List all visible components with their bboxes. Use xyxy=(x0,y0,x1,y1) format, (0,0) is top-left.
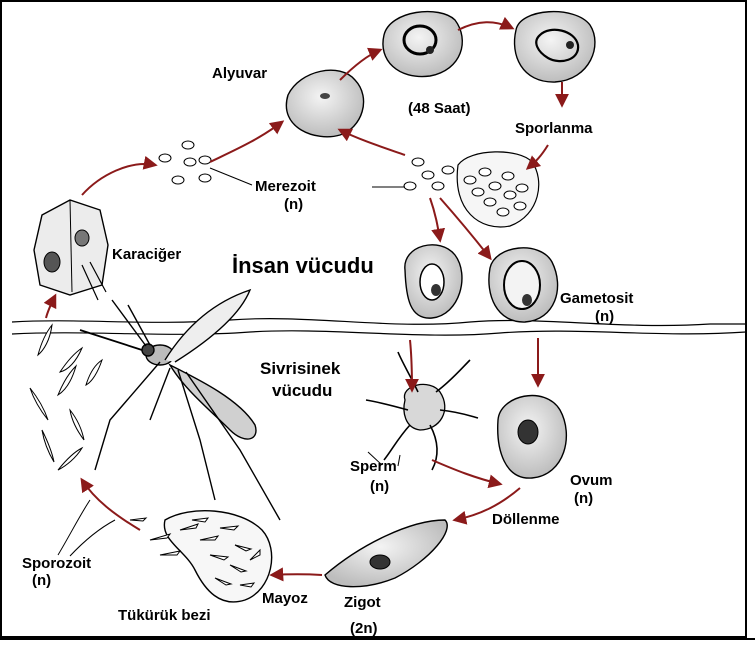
label-zigot: Zigot xyxy=(344,594,381,611)
label-sporlanma: Sporlanma xyxy=(515,120,593,137)
label-sporozoit: Sporozoit xyxy=(22,555,91,572)
ovum-cell xyxy=(498,396,567,479)
zygote-cell xyxy=(325,520,447,587)
label-sperm-n: (n) xyxy=(370,478,389,495)
label-merezoit-n: (n) xyxy=(284,196,303,213)
label-ovum-n: (n) xyxy=(574,490,593,507)
salivary-gland xyxy=(130,511,272,602)
label-karaciger: Karaciğer xyxy=(112,246,181,263)
ring-stage-cell xyxy=(383,12,462,77)
label-zigot-2n: (2n) xyxy=(350,620,378,637)
label-sporozoit-n: (n) xyxy=(32,572,51,589)
label-sperm: Sperm xyxy=(350,458,397,475)
mosquito xyxy=(80,290,280,520)
label-vucudu: vücudu xyxy=(272,381,332,401)
sporozoites xyxy=(30,325,102,470)
label-insan-vucudu: İnsan vücudu xyxy=(232,253,374,279)
label-dollenme: Döllenme xyxy=(492,511,560,528)
gametocyte-cell-right xyxy=(489,248,558,322)
red-blood-cell xyxy=(286,70,363,137)
label-gametosit: Gametosit xyxy=(560,290,633,307)
schizont-cell xyxy=(515,12,595,82)
sporulating-cell xyxy=(457,152,539,227)
label-tukuruk-bezi: Tükürük bezi xyxy=(118,607,211,624)
water-surface-line xyxy=(12,319,746,336)
label-ovum: Ovum xyxy=(570,472,613,489)
liver-merozoites xyxy=(159,141,211,184)
liver-cell xyxy=(34,200,108,300)
free-merozoites xyxy=(404,158,454,190)
label-merezoit: Merezoit xyxy=(255,178,316,195)
label-alyuvar: Alyuvar xyxy=(212,65,267,82)
label-sivrisinek: Sivrisinek xyxy=(260,359,340,379)
label-gametosit-n: (n) xyxy=(595,308,614,325)
label-48-saat: (48 Saat) xyxy=(408,100,471,117)
gametocyte-cell-left xyxy=(405,245,462,318)
microgametocyte xyxy=(366,352,478,470)
leader-lines xyxy=(58,168,405,556)
label-mayoz: Mayoz xyxy=(262,590,308,607)
